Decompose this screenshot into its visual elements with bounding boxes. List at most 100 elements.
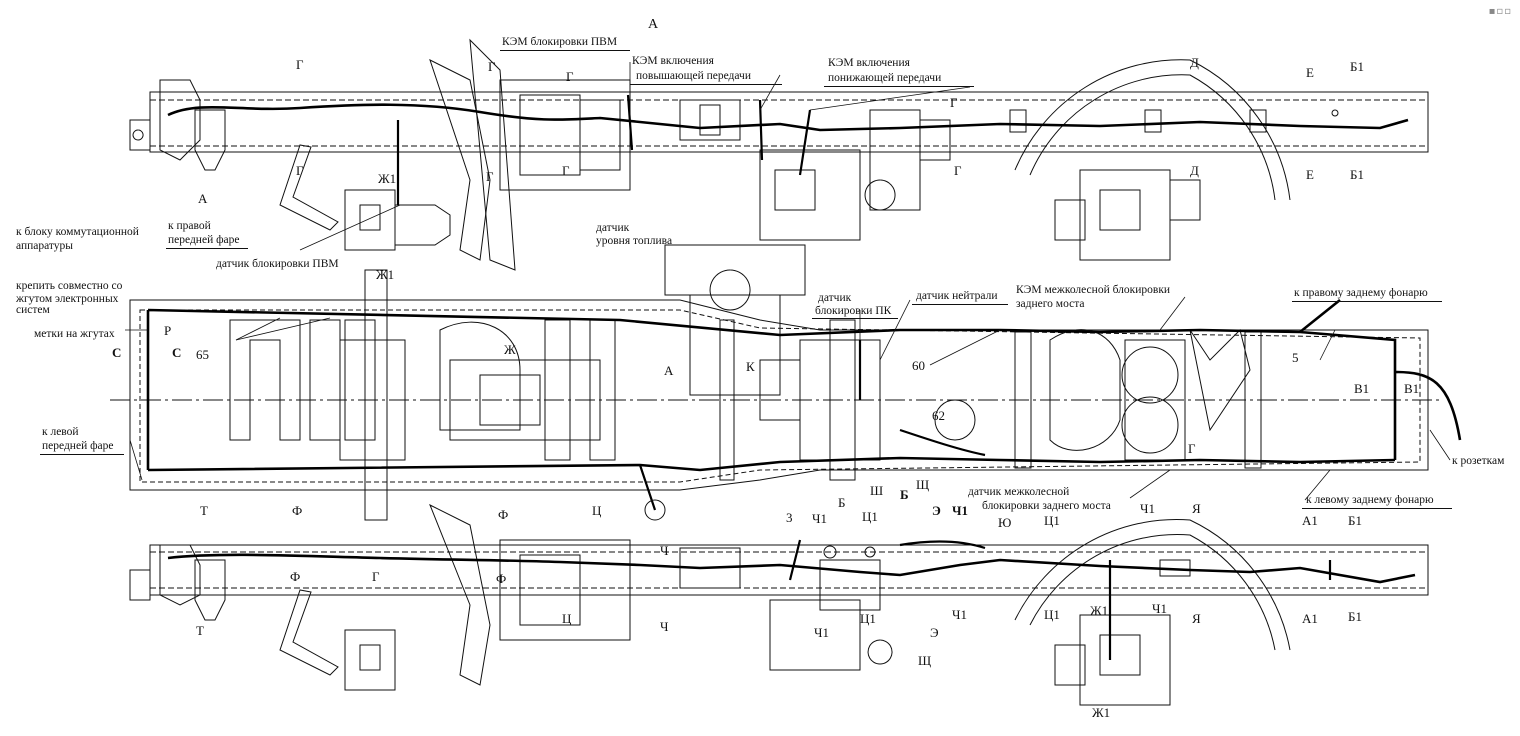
callout-switch-block-2: аппаратуры bbox=[16, 240, 74, 252]
callout-kem-down-2: понижающей передачи bbox=[828, 72, 942, 84]
section-Zh: Ж bbox=[504, 342, 516, 357]
section-V1: В1 bbox=[1354, 381, 1370, 396]
callout-attach-3: систем bbox=[16, 304, 50, 316]
section-G: Г bbox=[950, 95, 958, 110]
section-T: Т bbox=[196, 623, 204, 638]
section-Ya: Я bbox=[1192, 501, 1201, 516]
section-Yu: Ю bbox=[998, 515, 1012, 530]
callout-kem-up-2: повышающей передачи bbox=[636, 70, 751, 82]
callout-harness-marks: метки на жгутах bbox=[34, 328, 115, 340]
callout-kem-pvm: КЭМ блокировки ПВМ bbox=[502, 36, 618, 48]
rule bbox=[1302, 508, 1452, 509]
callout-left-head-2: передней фаре bbox=[42, 440, 114, 452]
callout-switch-block-1: к блоку коммутационной bbox=[16, 226, 139, 238]
callout-kem-rear-1: КЭМ межколесной блокировки bbox=[1016, 284, 1171, 296]
section-Ch1: Ч1 bbox=[1152, 601, 1167, 616]
section-Ch: Ч bbox=[660, 543, 669, 558]
callout-pk-sensor-1: датчик bbox=[818, 292, 852, 304]
section-F: Ф bbox=[498, 507, 509, 522]
callout-pvm-sensor: датчик блокировки ПВМ bbox=[216, 258, 339, 270]
section-Ts1: Ц1 bbox=[1044, 513, 1060, 528]
section-E-rev: Э bbox=[930, 625, 939, 640]
callout-rear-sensor-1: датчик межколесной bbox=[968, 486, 1070, 498]
section-Sh: Ш bbox=[870, 483, 884, 498]
callout-attach-1: крепить совместно со bbox=[16, 280, 123, 292]
callout-right-head-2: передней фаре bbox=[168, 234, 240, 246]
top-harness bbox=[167, 103, 1409, 132]
bottom-frame-view bbox=[129, 503, 1429, 706]
section-D: Д bbox=[1190, 55, 1199, 70]
callout-kem-up-1: КЭМ включения bbox=[632, 55, 714, 67]
section-F: Ф bbox=[290, 569, 301, 584]
callout-sockets: к розеткам bbox=[1452, 455, 1505, 467]
section-C: С bbox=[112, 345, 122, 360]
rule bbox=[166, 248, 248, 249]
section-E: Е bbox=[1306, 167, 1314, 182]
position-3: 3 bbox=[786, 510, 793, 525]
section-Zh1: Ж1 bbox=[1090, 603, 1109, 618]
section-Ya: Я bbox=[1192, 611, 1201, 626]
callout-kem-rear-2: заднего моста bbox=[1016, 298, 1085, 310]
section-G: Г bbox=[566, 69, 574, 84]
callout-left-rear: к левому заднему фонарю bbox=[1306, 494, 1434, 506]
section-B1: Б1 bbox=[1348, 609, 1362, 624]
bottom-harness bbox=[167, 553, 1416, 584]
section-Ts: Ц bbox=[562, 611, 572, 626]
section-G: Г bbox=[562, 163, 570, 178]
section-A: А bbox=[198, 191, 208, 206]
section-T: Т bbox=[200, 503, 208, 518]
section-F: Ф bbox=[292, 503, 303, 518]
rule bbox=[500, 50, 630, 51]
callout-neutral-sensor: датчик нейтрали bbox=[916, 290, 998, 302]
section-Ch1: Ч1 bbox=[812, 511, 827, 526]
callout-rear-sensor-2: блокировки заднего моста bbox=[982, 500, 1111, 512]
section-B: Б bbox=[900, 487, 909, 502]
section-K: К bbox=[746, 359, 755, 374]
position-5: 5 bbox=[1292, 350, 1299, 365]
section-G: Г bbox=[488, 59, 496, 74]
leader-lines bbox=[125, 62, 1451, 501]
section-C: С bbox=[172, 345, 182, 360]
section-Ts1: Ц1 bbox=[860, 611, 876, 626]
section-Zh1: Ж1 bbox=[1092, 705, 1111, 720]
view-title: А bbox=[648, 17, 659, 32]
section-E-rev: Э bbox=[932, 503, 941, 518]
callout-right-head-1: к правой bbox=[168, 220, 211, 232]
rule bbox=[40, 454, 124, 455]
section-Ch: Ч bbox=[660, 619, 669, 634]
section-B1: Б1 bbox=[1350, 167, 1364, 182]
section-A: А bbox=[664, 363, 674, 378]
rule bbox=[630, 84, 782, 85]
section-B: Б bbox=[838, 495, 846, 510]
rule bbox=[912, 304, 1008, 305]
section-G: Г bbox=[1188, 441, 1196, 456]
callout-pk-sensor-2: блокировки ПК bbox=[815, 305, 892, 317]
section-F: Ф bbox=[496, 571, 507, 586]
section-G: Г bbox=[372, 569, 380, 584]
section-Ts: Ц bbox=[592, 503, 602, 518]
plan-harness-top bbox=[146, 298, 1397, 470]
top-frame-view bbox=[129, 38, 1429, 271]
position-62: 62 bbox=[932, 408, 945, 423]
section-Zh1: Ж1 bbox=[376, 267, 395, 282]
section-Shch: Щ bbox=[918, 653, 932, 668]
section-B1: Б1 bbox=[1350, 59, 1364, 74]
plan-harness-bottom bbox=[147, 370, 1462, 472]
rule bbox=[812, 318, 898, 319]
section-G: Г bbox=[486, 169, 494, 184]
section-A1: А1 bbox=[1302, 513, 1318, 528]
callout-fuel-sensor-1: датчик bbox=[596, 222, 630, 234]
section-E: Е bbox=[1306, 65, 1314, 80]
section-Zh1: Ж1 bbox=[378, 171, 397, 186]
section-Ch1: Ч1 bbox=[952, 607, 967, 622]
corner-dots: ▪▫▫ bbox=[1488, 6, 1512, 17]
section-A1: А1 bbox=[1302, 611, 1318, 626]
callout-attach-2: жгутом электронных bbox=[16, 293, 119, 305]
rule bbox=[824, 86, 974, 87]
callout-left-head-1: к левой bbox=[42, 426, 79, 438]
section-G: Г bbox=[296, 57, 304, 72]
position-65: 65 bbox=[196, 347, 209, 362]
section-Ch1: Ч1 bbox=[814, 625, 829, 640]
rule bbox=[1292, 301, 1442, 302]
